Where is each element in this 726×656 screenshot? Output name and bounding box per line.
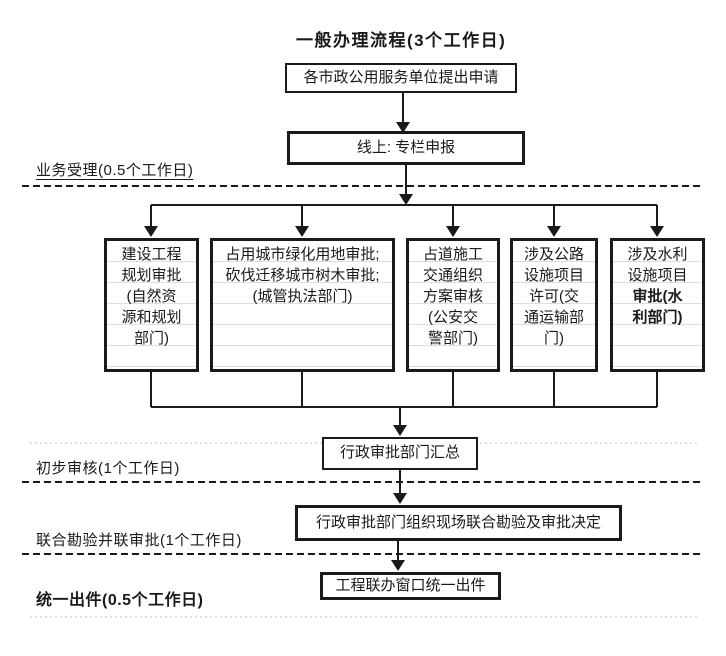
fanout-connector [144,204,664,237]
stage-label-joint: 联合勘验并联审批(1个工作日) [36,532,242,549]
node-online-submit: 线上: 专栏申报 [287,131,525,165]
fanin-connector [150,372,658,436]
dept-box-greening: 占用城市绿化用地审批; 砍伐迁移城市树木审批; (城管执法部门) [210,238,395,372]
arrow-online-to-fanout [399,165,413,205]
dept-box-planning: 建设工程 规划审批 (自然资 源和规划 部门) [104,238,199,372]
dept-box-water-text: 涉及水利 设施项目 [627,246,688,284]
stage-label-output: 统一出件(0.5个工作日) [36,592,204,609]
dept-box-water: 涉及水利 设施项目 审批(水 利部门) [610,238,705,372]
arrow-summary-to-inspection [393,470,407,504]
node-apply: 各市政公用服务单位提出申请 [285,63,517,93]
node-joint-inspection: 行政审批部门组织现场联合勘验及审批决定 [295,505,622,541]
dept-box-highway: 涉及公路 设施项目 许可(交 通运输部 门) [510,238,598,372]
dept-box-water-bold-text: 审批(水 利部门) [632,288,683,326]
node-summary: 行政审批部门汇总 [322,437,478,470]
stage-label-accept: 业务受理(0.5个工作日) [36,162,194,179]
node-unified-window: 工程联办窗口统一出件 [320,572,501,600]
dept-box-traffic: 占道施工 交通组织 方案审核 (公安交 警部门) [406,238,500,372]
page-title: 一般办理流程(3个工作日) [296,31,507,50]
arrow-apply-to-online [396,92,410,133]
arrow-inspection-to-window [391,541,405,571]
stage-label-review: 初步审核(1个工作日) [36,460,180,477]
